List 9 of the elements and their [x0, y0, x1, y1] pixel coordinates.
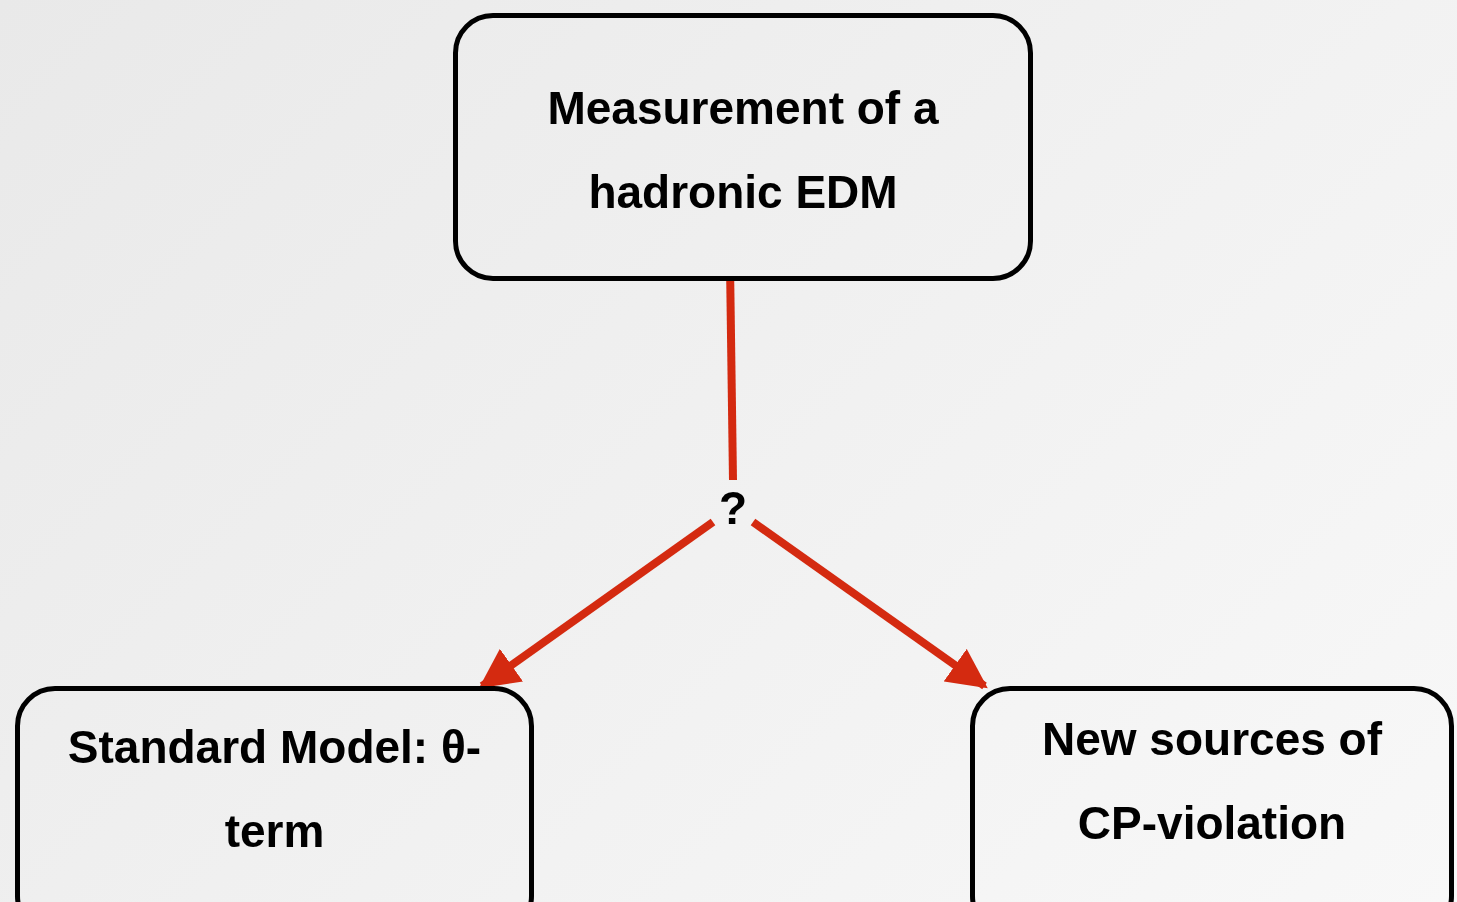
box-text: New sources of CP-violation — [1041, 712, 1384, 851]
box-text: Standard Model: θ-term — [66, 720, 483, 859]
box-text: Measurement of a hadronic EDM — [546, 81, 940, 220]
rounded-box — [15, 686, 534, 902]
arrow — [750, 518, 988, 690]
rounded-box — [453, 13, 1033, 281]
rounded-box — [970, 686, 1454, 902]
connector-line — [726, 280, 737, 481]
question-mark-text: ? — [718, 481, 748, 536]
